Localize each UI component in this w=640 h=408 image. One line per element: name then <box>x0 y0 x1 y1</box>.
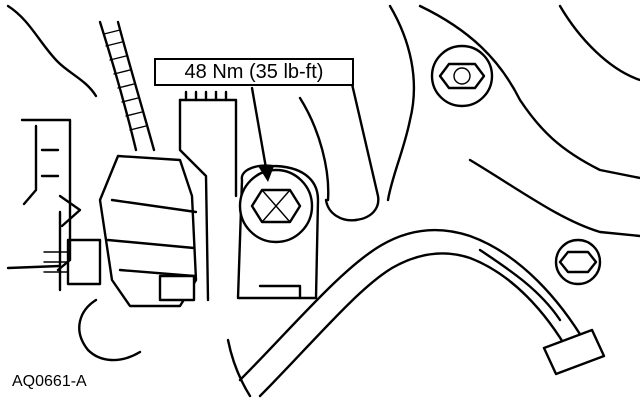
torque-leader-arrow <box>250 86 274 182</box>
electrical-connector <box>43 154 198 362</box>
upper-right-bolt <box>430 44 494 108</box>
lower-right-bolt <box>554 238 602 286</box>
torque-callout-label: 48 Nm (35 lb-ft) <box>154 58 354 86</box>
torque-bolt <box>238 168 314 244</box>
figure-id: AQ0661-A <box>12 373 87 390</box>
coolant-tube <box>226 228 606 398</box>
engine-block-outline <box>6 4 640 322</box>
wiring-harness <box>98 20 156 152</box>
